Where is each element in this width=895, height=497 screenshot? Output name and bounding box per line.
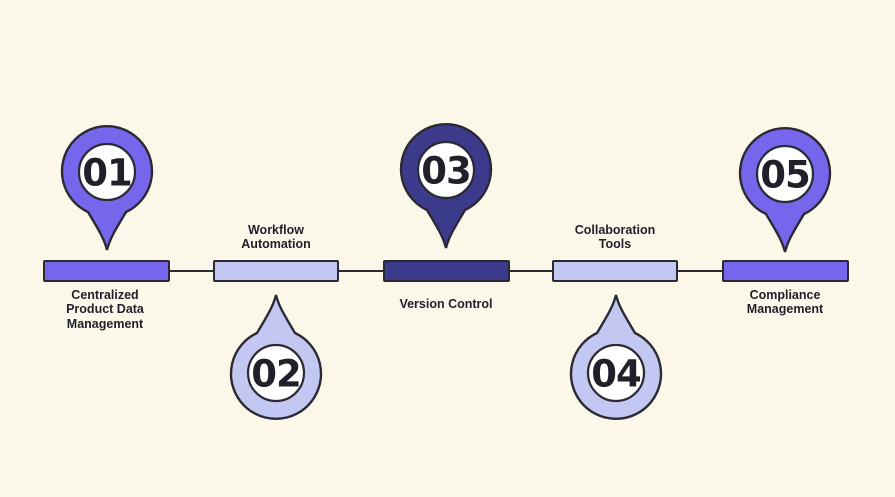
step-number-3: 03 bbox=[421, 149, 472, 193]
step-label-1: Centralized Product Data Management bbox=[66, 288, 144, 331]
timeline-bar-2 bbox=[213, 260, 339, 282]
map-pin-up-icon bbox=[229, 294, 323, 420]
step-number-5: 05 bbox=[760, 153, 811, 197]
marker-pin-5: 05 bbox=[737, 126, 833, 254]
marker-pin-1: 01 bbox=[59, 124, 155, 252]
step-label-2: Workflow Automation bbox=[241, 223, 311, 252]
step-label-4: Collaboration Tools bbox=[574, 223, 656, 252]
step-number-1: 01 bbox=[82, 151, 133, 195]
map-pin-down-icon bbox=[60, 125, 154, 251]
map-pin-up-icon bbox=[569, 294, 663, 420]
map-pin-down-icon bbox=[738, 127, 832, 253]
marker-pin-4: 04 bbox=[568, 293, 664, 421]
marker-pin-3: 03 bbox=[398, 122, 494, 250]
step-number-4: 04 bbox=[591, 352, 642, 396]
step-number-2: 02 bbox=[251, 352, 302, 396]
timeline-bar-1 bbox=[43, 260, 170, 282]
step-label-5: Compliance Management bbox=[746, 288, 824, 317]
map-pin-down-icon bbox=[399, 123, 493, 249]
timeline-bar-5 bbox=[722, 260, 849, 282]
timeline-bar-4 bbox=[552, 260, 678, 282]
timeline-bar-3 bbox=[383, 260, 510, 282]
step-label-3: Version Control bbox=[399, 297, 493, 311]
marker-pin-2: 02 bbox=[228, 293, 324, 421]
